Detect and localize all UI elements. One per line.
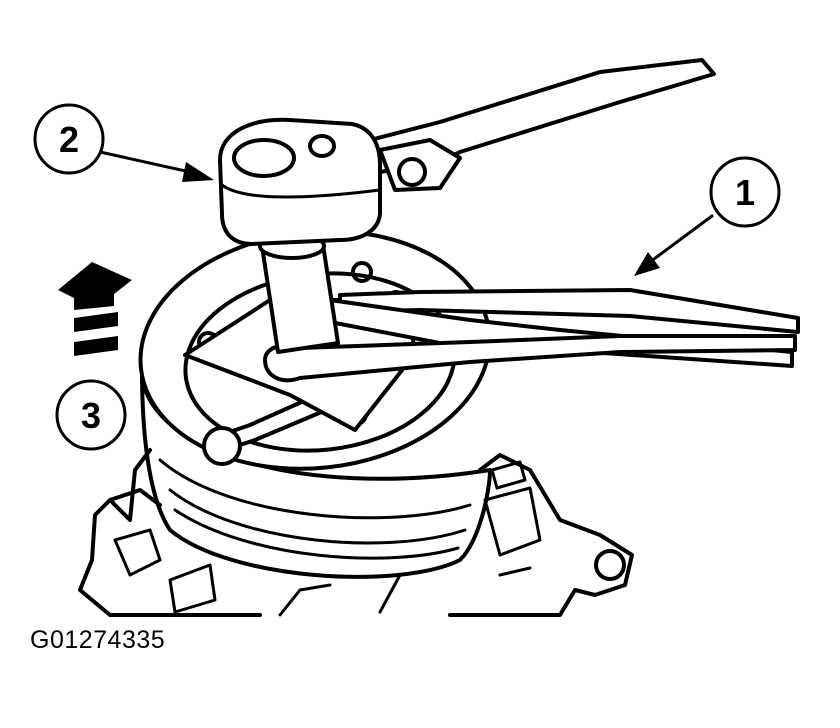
callout-2-label: 2 [59,119,79,160]
compressor-body [78,448,634,617]
leader-arrow-icon [98,150,714,276]
callout-1: 1 [709,156,781,228]
callout-3-label: 3 [81,395,101,436]
callout-1-label: 1 [735,172,755,213]
ratchet-wrench [218,58,716,246]
callout-2: 2 [33,103,105,175]
spanner-tool [263,288,800,383]
figure-code: G01274335 [30,626,166,654]
callout-3: 3 [55,379,127,451]
direction-up-arrow-icon [58,262,132,356]
